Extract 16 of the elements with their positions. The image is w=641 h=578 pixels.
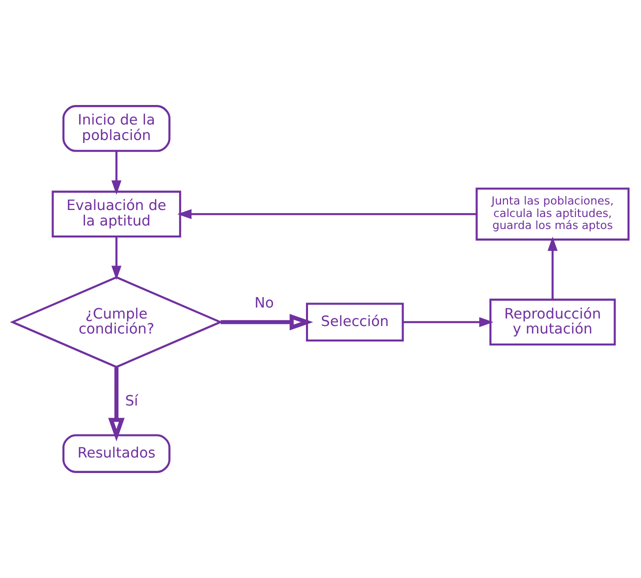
arrow — [548, 236, 558, 300]
arrow — [111, 151, 122, 195]
edge-label: No — [254, 296, 274, 312]
node-box: Resultados — [62, 434, 170, 473]
node-box: Evaluación de la aptitud — [52, 190, 182, 238]
node-box: Selección — [306, 302, 404, 342]
arrow — [111, 236, 122, 280]
node-box: Junta las poblaciones, calcula las aptitudes, guarda los más aptos — [476, 188, 630, 241]
arrow — [220, 314, 314, 330]
arrow — [177, 209, 477, 220]
edge-label: Sí — [125, 393, 138, 410]
node-box: Inicio de la población — [62, 105, 170, 152]
node-box: Reproducción y mutación — [489, 298, 616, 346]
node-diamond: ¿Cumple condición? — [10, 276, 223, 368]
arrow — [108, 367, 125, 442]
arrow — [403, 317, 494, 328]
